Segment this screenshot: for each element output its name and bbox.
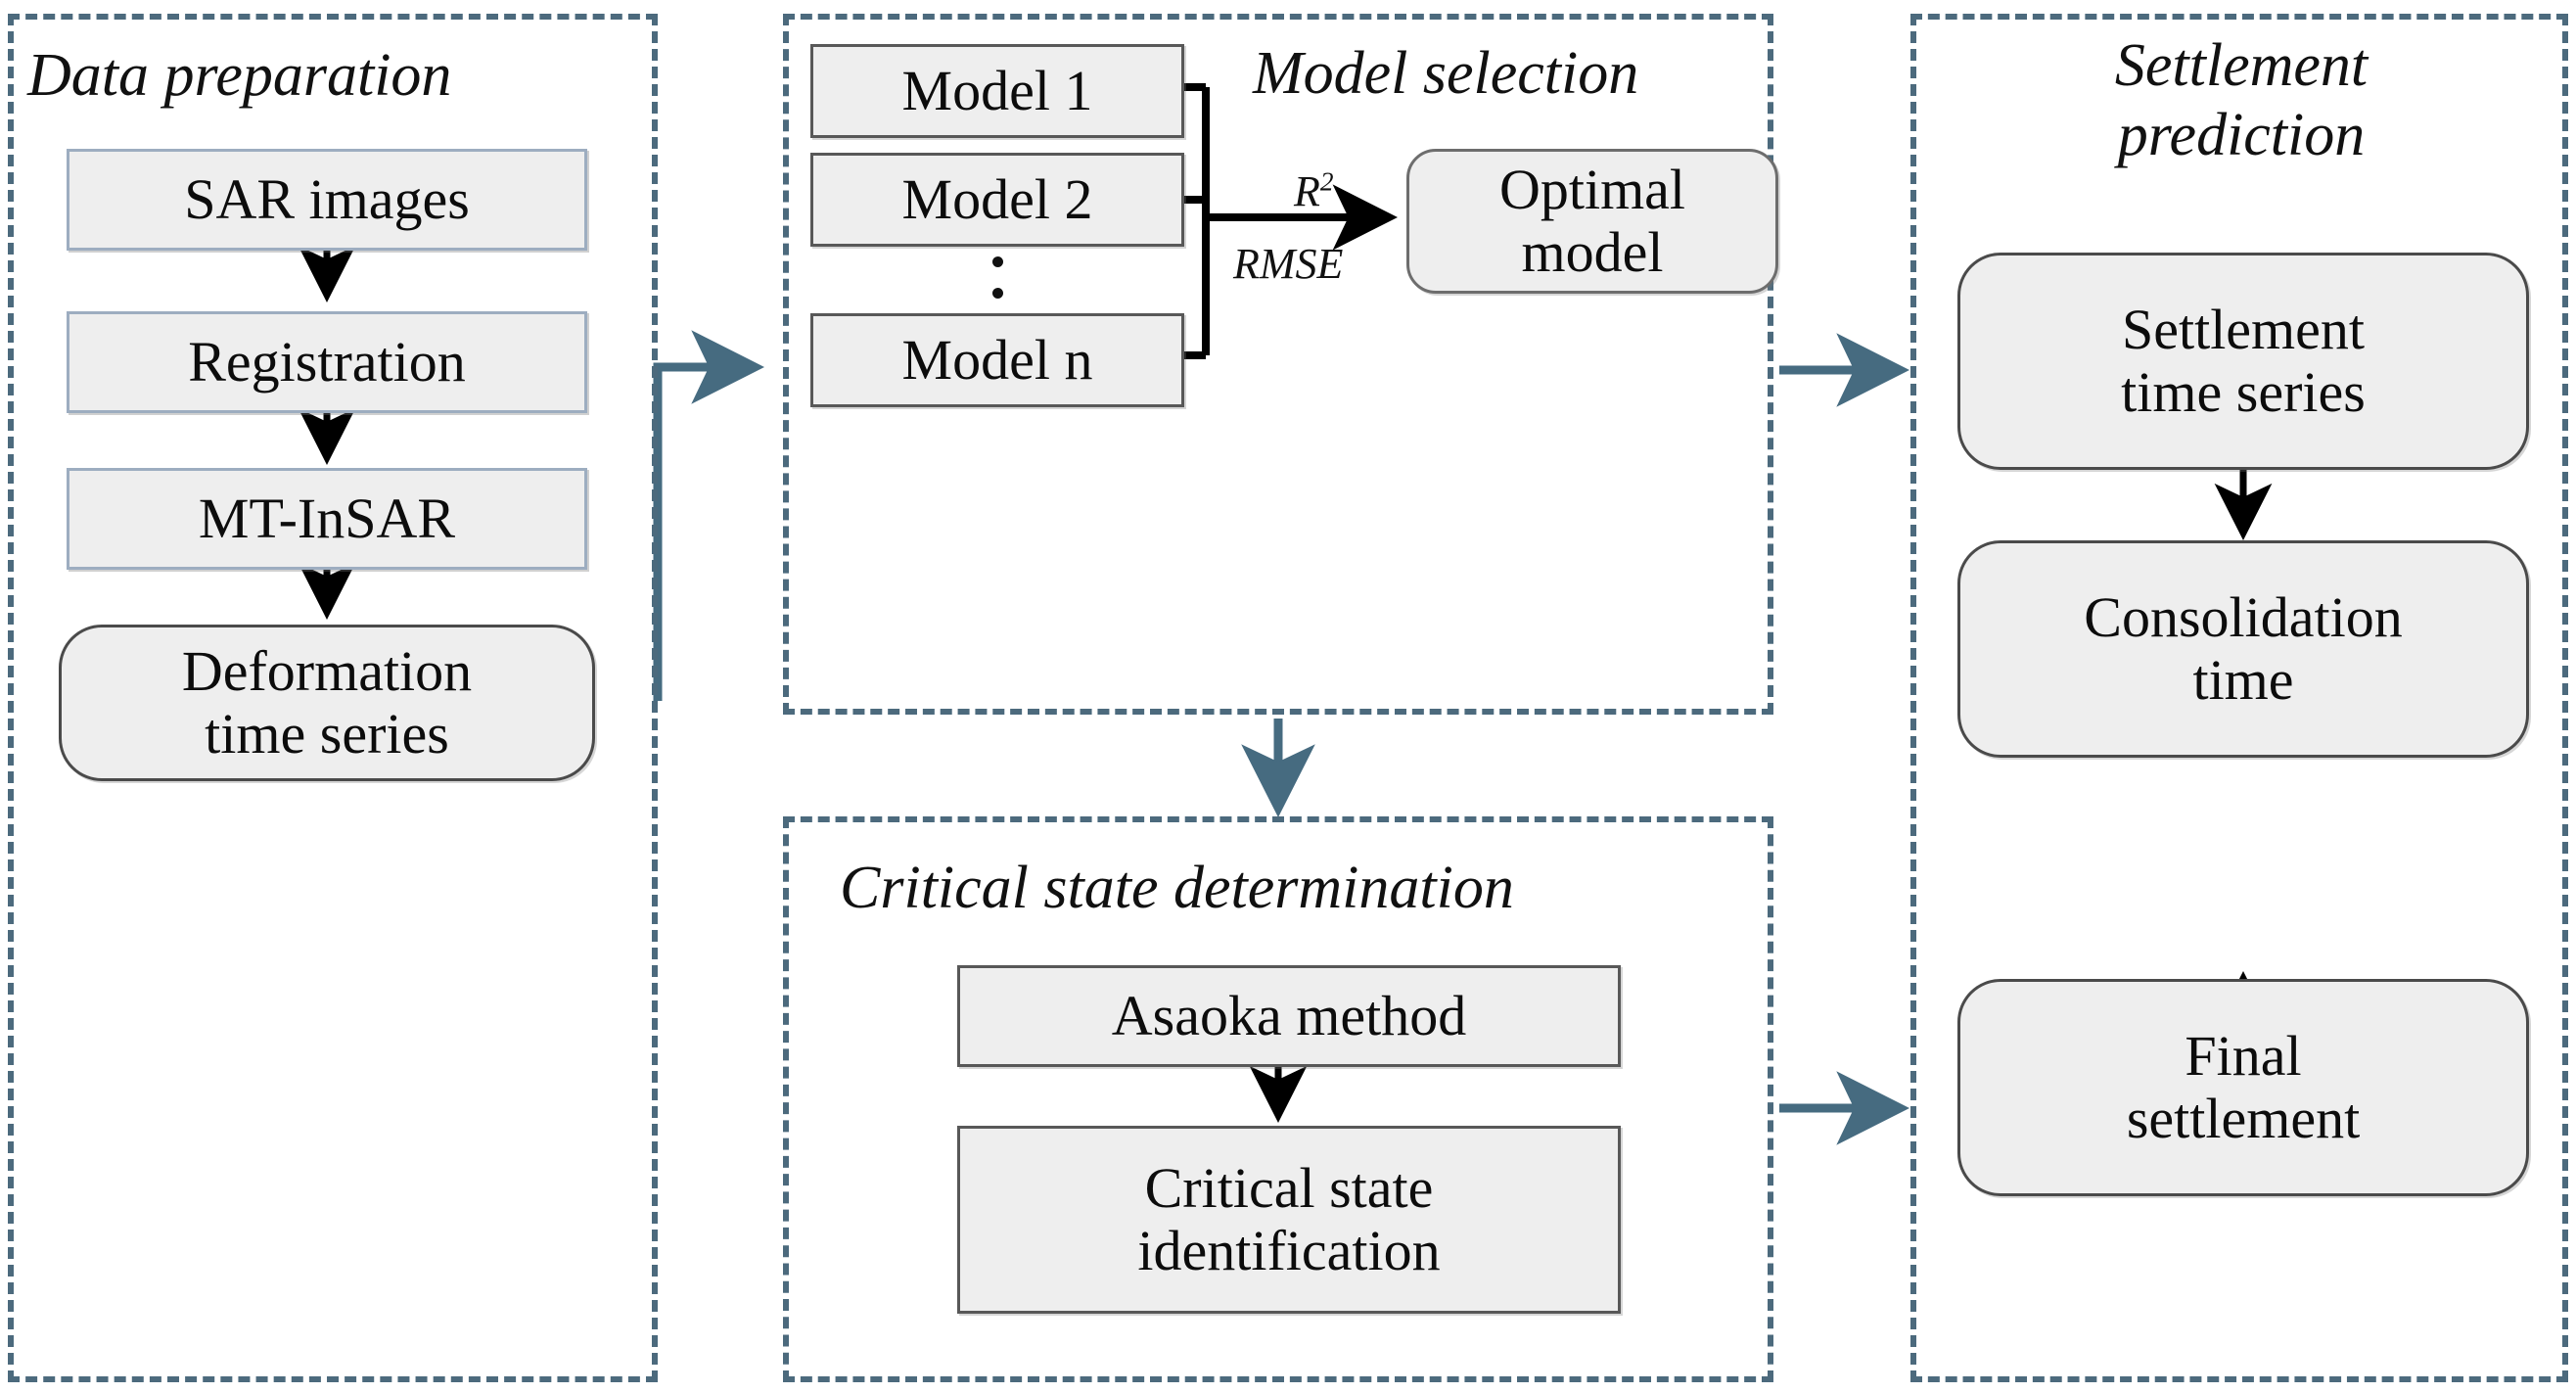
node-model-n[interactable]: Model n <box>810 313 1184 407</box>
node-deformation-time-series[interactable]: Deformation time series <box>59 625 595 781</box>
node-settlement-time-series[interactable]: Settlement time series <box>1957 253 2529 470</box>
node-asaoka-method[interactable]: Asaoka method <box>957 965 1621 1067</box>
panel-title-data-preparation: Data preparation <box>27 42 452 109</box>
edge-label-r-squared: R2 <box>1294 166 1334 216</box>
node-optimal-model[interactable]: Optimal model <box>1406 149 1778 294</box>
panel-title-critical-state-determination: Critical state determination <box>840 855 1514 921</box>
node-consolidation-time[interactable]: Consolidation time <box>1957 540 2529 758</box>
panel-title-model-selection: Model selection <box>1253 40 1639 107</box>
node-final-settlement[interactable]: Final settlement <box>1957 979 2529 1196</box>
panel-settlement-prediction <box>1910 14 2568 1382</box>
panel-model-selection <box>783 14 1773 715</box>
node-model-2[interactable]: Model 2 <box>810 153 1184 247</box>
panel-title-settlement-prediction: Settlement prediction <box>2114 32 2369 168</box>
node-model-1[interactable]: Model 1 <box>810 44 1184 138</box>
panel-critical-state-determination <box>783 816 1773 1382</box>
node-registration[interactable]: Registration <box>67 311 587 413</box>
node-critical-state-identification[interactable]: Critical state identification <box>957 1126 1621 1314</box>
edge-label-r-squared-text: R <box>1294 167 1320 215</box>
panel-data-preparation <box>8 14 658 1382</box>
node-sar-images[interactable]: SAR images <box>67 149 587 251</box>
edge-label-r-squared-exponent: 2 <box>1319 166 1334 197</box>
edge-label-rmse: RMSE <box>1233 240 1344 288</box>
arrow-data-preparation-to-model-selection <box>653 330 765 701</box>
node-mt-insar[interactable]: MT-InSAR <box>67 468 587 570</box>
